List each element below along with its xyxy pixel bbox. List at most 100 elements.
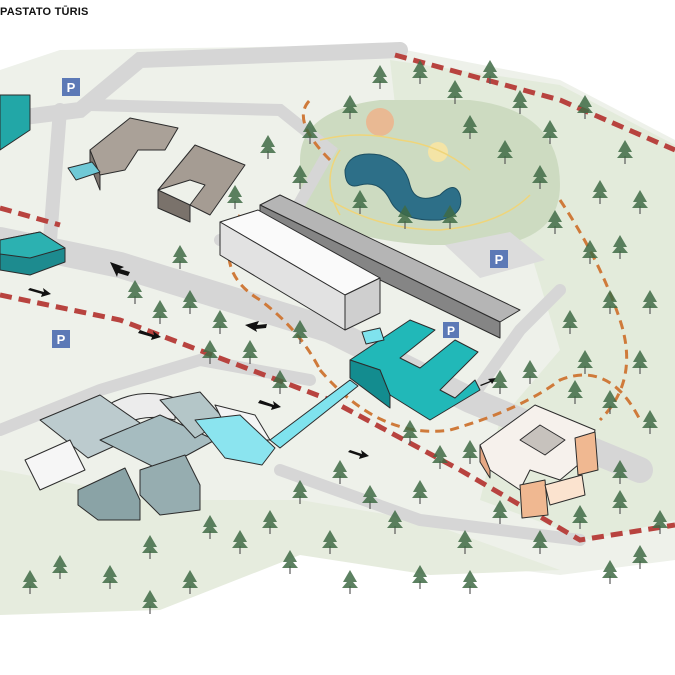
arrow-icon <box>28 288 51 297</box>
orange-building-side <box>479 444 491 479</box>
complex-white-block <box>24 439 86 491</box>
tree-icon <box>242 340 258 364</box>
tree-icon <box>202 515 218 539</box>
traffic-arrows <box>28 262 496 459</box>
tree-icon <box>602 560 618 584</box>
tree-icon <box>52 555 68 579</box>
parking-sign-east: P <box>490 250 508 268</box>
tree-icon <box>342 570 358 594</box>
tree-icon <box>292 320 308 344</box>
parking-sign-label: P <box>67 80 76 95</box>
tree-icon <box>342 95 358 119</box>
tree-icon <box>542 120 558 144</box>
tree-icon <box>322 530 338 554</box>
tree-icon <box>612 460 628 484</box>
tree-icon <box>412 565 428 589</box>
orange-building-east <box>574 431 599 476</box>
diagram-title: PASTATO TŪRIS <box>0 6 89 18</box>
tree-icon <box>462 570 478 594</box>
tree-icon <box>602 290 618 314</box>
tree-icon <box>22 570 38 594</box>
teal-building-northwest <box>0 94 31 151</box>
tree-icon <box>212 310 228 334</box>
tree-icon <box>462 440 478 464</box>
tree-icon <box>302 120 318 144</box>
brown-building-north <box>89 117 179 176</box>
tree-icon <box>462 115 478 139</box>
tree-icon <box>582 240 598 264</box>
tree-icon <box>432 445 448 469</box>
tree-icon <box>652 510 668 534</box>
parking-sign-label: P <box>447 324 455 338</box>
tree-icon <box>577 350 593 374</box>
parking-sign-southwest: P <box>52 330 70 348</box>
plaza-circle <box>366 108 394 136</box>
tree-icon <box>362 485 378 509</box>
tree-icon <box>202 340 218 364</box>
arrow-icon <box>138 330 161 340</box>
orange-building-courtyard <box>519 424 566 456</box>
tree-icon <box>572 505 588 529</box>
tree-icon <box>632 545 648 569</box>
orange-building-tower <box>519 479 549 519</box>
tree-icon <box>292 165 308 189</box>
park-area <box>300 100 560 245</box>
tree-icon <box>562 310 578 334</box>
tree-icon <box>612 235 628 259</box>
complex-cyan-entrance <box>194 414 276 466</box>
parking-sign-label: P <box>57 332 66 347</box>
tree-icon <box>412 60 428 84</box>
tree-icon <box>127 280 143 304</box>
white-block-front <box>344 277 381 331</box>
tree-icon <box>567 380 583 404</box>
tree-icon <box>642 410 658 434</box>
parking-signs: P P P P <box>52 78 508 348</box>
tree-icon <box>492 500 508 524</box>
parking-sign-center: P <box>443 322 459 338</box>
tree-icon <box>152 300 168 324</box>
tree-icon <box>632 350 648 374</box>
tree-icon <box>292 480 308 504</box>
orange-building-wing <box>544 474 586 506</box>
tree-icon <box>387 510 403 534</box>
tree-icon <box>522 360 538 384</box>
route-north <box>301 98 332 162</box>
tree-icon <box>447 80 463 104</box>
arrow-icon <box>245 321 267 332</box>
arrow-icon <box>258 400 281 410</box>
tree-icon <box>632 190 648 214</box>
buildings <box>0 94 599 521</box>
tree-icon <box>172 245 188 269</box>
glass-link-north <box>361 327 385 345</box>
tree-icon <box>492 370 508 394</box>
tree-icon <box>182 290 198 314</box>
brown-building-east <box>157 144 246 216</box>
teal-new-building-roof <box>349 319 481 421</box>
park-path <box>319 134 531 231</box>
north-road <box>0 42 408 128</box>
tree-icon <box>602 390 618 414</box>
tree-icon <box>512 90 528 114</box>
cyan-small-building <box>67 161 101 181</box>
trees <box>22 60 668 614</box>
tree-icon <box>397 205 413 229</box>
brown-building-east-side <box>157 189 191 223</box>
tree-icon <box>372 65 388 89</box>
tree-icon <box>612 490 628 514</box>
tree-icon <box>482 60 498 84</box>
parking-sign-label: P <box>495 252 504 267</box>
teal-building-west-top <box>0 231 66 259</box>
tree-icon <box>142 535 158 559</box>
west-road <box>43 103 67 247</box>
teal-new-building-side <box>349 359 391 409</box>
tree-icon <box>142 590 158 614</box>
parking-sign-northwest: P <box>62 78 80 96</box>
tree-icon <box>332 460 348 484</box>
arrow-icon <box>110 262 130 277</box>
boundary-south <box>0 292 675 543</box>
lower-road <box>274 464 586 546</box>
tree-icon <box>497 140 513 164</box>
tree-icon <box>352 190 368 214</box>
boundary-west <box>0 205 61 228</box>
